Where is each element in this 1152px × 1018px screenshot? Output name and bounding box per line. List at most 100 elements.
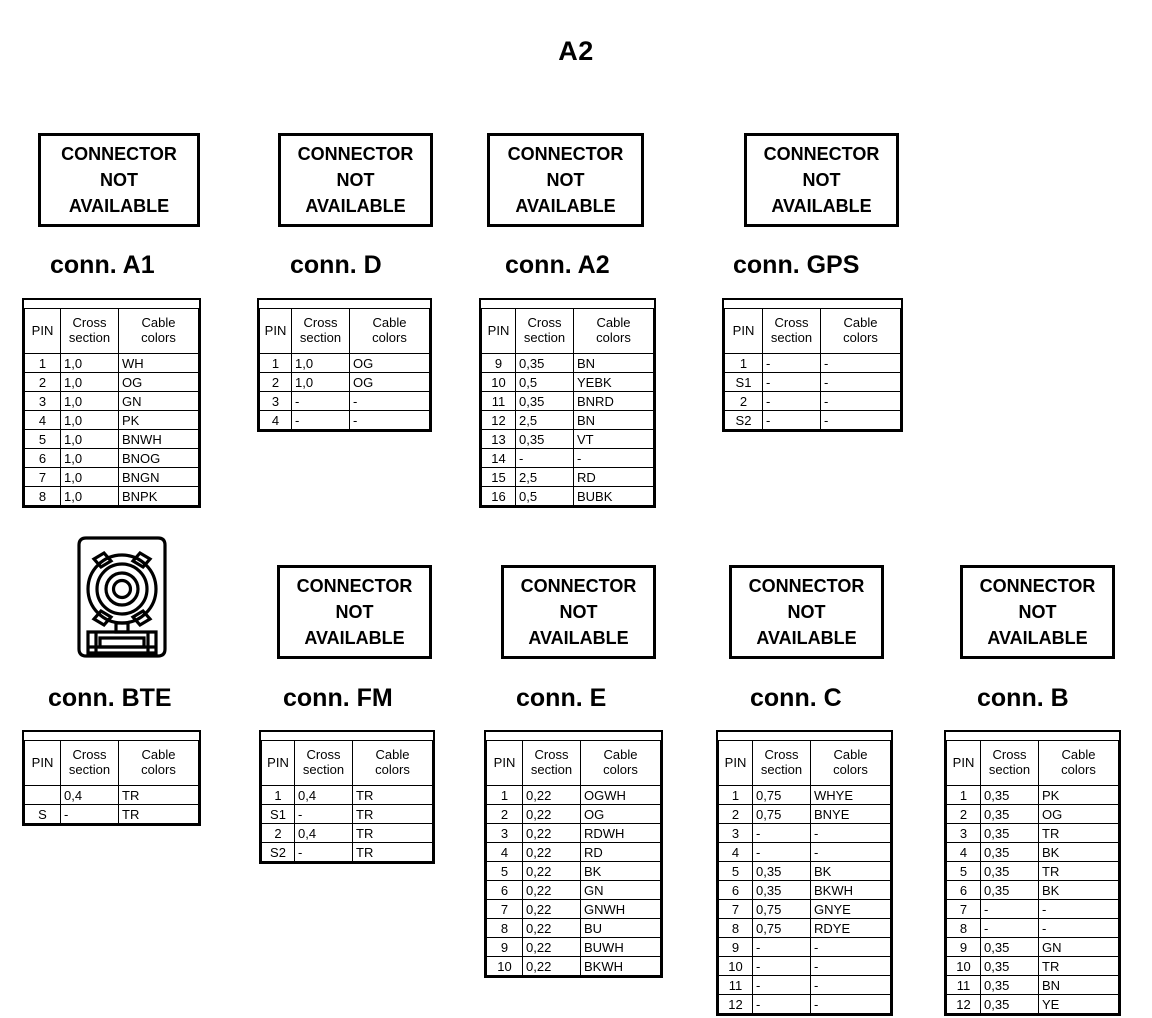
cell-cable-color: -	[820, 391, 901, 411]
cell-cable-color: -	[810, 994, 891, 1014]
na-line-1: CONNECTOR	[61, 143, 177, 164]
cell-cross-section: 0,75	[752, 918, 811, 938]
cell-cable-color: PK	[1038, 785, 1119, 805]
cell-cable-color: -	[1038, 899, 1119, 919]
cell-cross-section: -	[60, 804, 119, 824]
cell-cross-section: -	[762, 372, 821, 392]
connector-not-available-box: CONNECTOR NOT AVAILABLE	[501, 565, 656, 659]
cell-pin: 7	[946, 899, 981, 919]
cell-cross-section: 1,0	[60, 429, 119, 449]
connector-art-a1: CONNECTOR NOT AVAILABLE	[38, 133, 200, 227]
connector-caption-b: conn. B	[977, 684, 1069, 712]
cell-cross-section: 1,0	[291, 353, 350, 373]
cell-pin: 1	[946, 785, 981, 805]
cell-cable-color: -	[820, 372, 901, 392]
cell-cable-color: -	[810, 937, 891, 957]
cell-cable-color: -	[349, 410, 430, 430]
cell-pin: 4	[946, 842, 981, 862]
connector-not-available-box: CONNECTOR NOT AVAILABLE	[487, 133, 644, 227]
na-line-3: AVAILABLE	[987, 628, 1088, 649]
na-line-3: AVAILABLE	[68, 196, 170, 217]
cell-cable-color: TR	[118, 785, 199, 805]
cell-cable-color: WHYE	[810, 785, 891, 805]
header-cross-section-l1: Cross	[306, 747, 341, 763]
cell-cable-color: -	[820, 353, 901, 373]
table-row: S1-TR	[261, 804, 433, 824]
cell-pin: 12	[946, 994, 981, 1014]
cell-cross-section: 0,35	[980, 994, 1039, 1014]
cell-pin: 5	[24, 429, 61, 449]
header-pin: PIN	[261, 740, 295, 786]
cell-cross-section: 1,0	[60, 467, 119, 487]
cell-cross-section: 0,22	[522, 823, 581, 843]
cell-cross-section: 0,5	[515, 372, 574, 392]
cell-cross-section: 0,35	[515, 429, 574, 449]
table-row: 7--	[946, 899, 1119, 919]
cell-cable-color: -	[810, 842, 891, 862]
cell-pin: S	[24, 804, 61, 824]
header-cable-colors-l2: colors	[375, 762, 410, 777]
cell-cross-section: 0,35	[980, 861, 1039, 881]
cell-cable-color: BK	[580, 861, 661, 881]
cell-cross-section: 0,22	[522, 880, 581, 900]
cell-pin: 8	[946, 918, 981, 938]
cell-pin: 2	[946, 804, 981, 824]
cell-cross-section: 1,0	[60, 486, 119, 506]
cell-cable-color: TR	[118, 804, 199, 824]
header-cable-colors-l1: Cable	[141, 747, 176, 763]
header-cross-section-l2: section	[988, 762, 1031, 777]
cell-cross-section: -	[980, 918, 1039, 938]
header-pin: PIN	[24, 740, 61, 786]
cell-cross-section: 0,5	[515, 486, 574, 506]
cell-cross-section: -	[294, 842, 353, 862]
header-cross-section-l2: section	[302, 762, 345, 777]
cell-cross-section: 0,75	[752, 804, 811, 824]
connector-art-gps: CONNECTOR NOT AVAILABLE	[744, 133, 899, 227]
cell-pin: 9	[486, 937, 523, 957]
na-line-2: NOT	[787, 601, 826, 622]
header-cable-colors-l2: colors	[372, 330, 407, 345]
cell-cable-color: GN	[1038, 937, 1119, 957]
na-line-2: NOT	[802, 169, 841, 190]
cell-cross-section: 1,0	[60, 410, 119, 430]
cell-cable-color: -	[810, 823, 891, 843]
header-cable-colors-l2: colors	[843, 330, 878, 345]
cell-cable-color: BUWH	[580, 937, 661, 957]
table-row: 9--	[718, 937, 891, 957]
cell-pin: 11	[718, 975, 753, 995]
header-cross-section-l1: Cross	[534, 747, 569, 763]
cell-pin: 1	[259, 353, 292, 373]
cell-pin: 16	[481, 486, 516, 506]
cell-cable-color: BNGN	[118, 467, 199, 487]
cell-pin: 11	[946, 975, 981, 995]
cell-pin: 2	[24, 372, 61, 392]
cell-pin: 8	[486, 918, 523, 938]
na-line-1: CONNECTOR	[520, 575, 637, 596]
cell-pin: S1	[724, 372, 763, 392]
header-pin: PIN	[481, 308, 516, 354]
header-cable-colors-l2: colors	[833, 762, 868, 777]
cell-pin: 2	[261, 823, 295, 843]
table-row: S2-TR	[261, 842, 433, 862]
cell-cable-color: GNYE	[810, 899, 891, 919]
na-line-2: NOT	[546, 169, 585, 190]
